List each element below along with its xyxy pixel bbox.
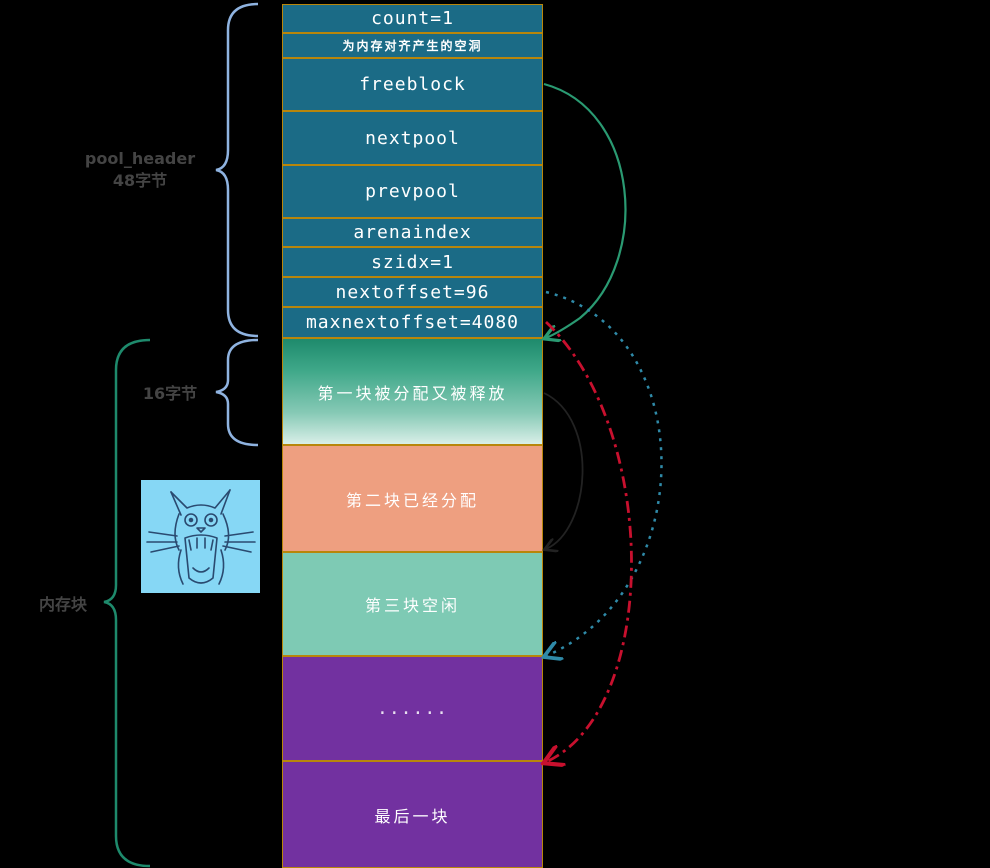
cat-illustration <box>141 480 260 593</box>
block-ellipsis: ...... <box>282 656 543 761</box>
header-freeblock: freeblock <box>282 58 543 111</box>
header-arenaindex: arenaindex <box>282 218 543 247</box>
next-free-arrow <box>544 392 584 549</box>
header-maxnextoffset: maxnextoffset=4080 <box>282 307 543 338</box>
nextoffset-arrow <box>546 290 663 656</box>
block-size-label: 16字节 <box>142 384 198 403</box>
header-prevpool: prevpool <box>282 165 543 218</box>
pool-header-brace <box>215 2 259 338</box>
block-third-free: 第三块空闲 <box>282 552 543 656</box>
header-count: count=1 <box>282 4 543 33</box>
pool-header-label-name: pool_header <box>84 149 196 168</box>
header-szidx: szidx=1 <box>282 247 543 277</box>
memory-blocks-brace <box>103 338 151 868</box>
maxnextoffset-arrow <box>546 320 633 762</box>
block-second-allocated: 第二块已经分配 <box>282 445 543 552</box>
block-size-brace <box>215 338 259 447</box>
pool-header-label-size: 48字节 <box>112 171 168 190</box>
header-nextpool: nextpool <box>282 111 543 165</box>
header-alignment-padding: 为内存对齐产生的空洞 <box>282 33 543 58</box>
memory-blocks-label: 内存块 <box>38 595 87 614</box>
header-nextoffset: nextoffset=96 <box>282 277 543 307</box>
freeblock-arrow <box>544 82 627 338</box>
block-first-freed: 第一块被分配又被释放 <box>282 338 543 445</box>
pool-header-label: pool_header 48字节 <box>60 148 220 192</box>
block-last: 最后一块 <box>282 761 543 868</box>
